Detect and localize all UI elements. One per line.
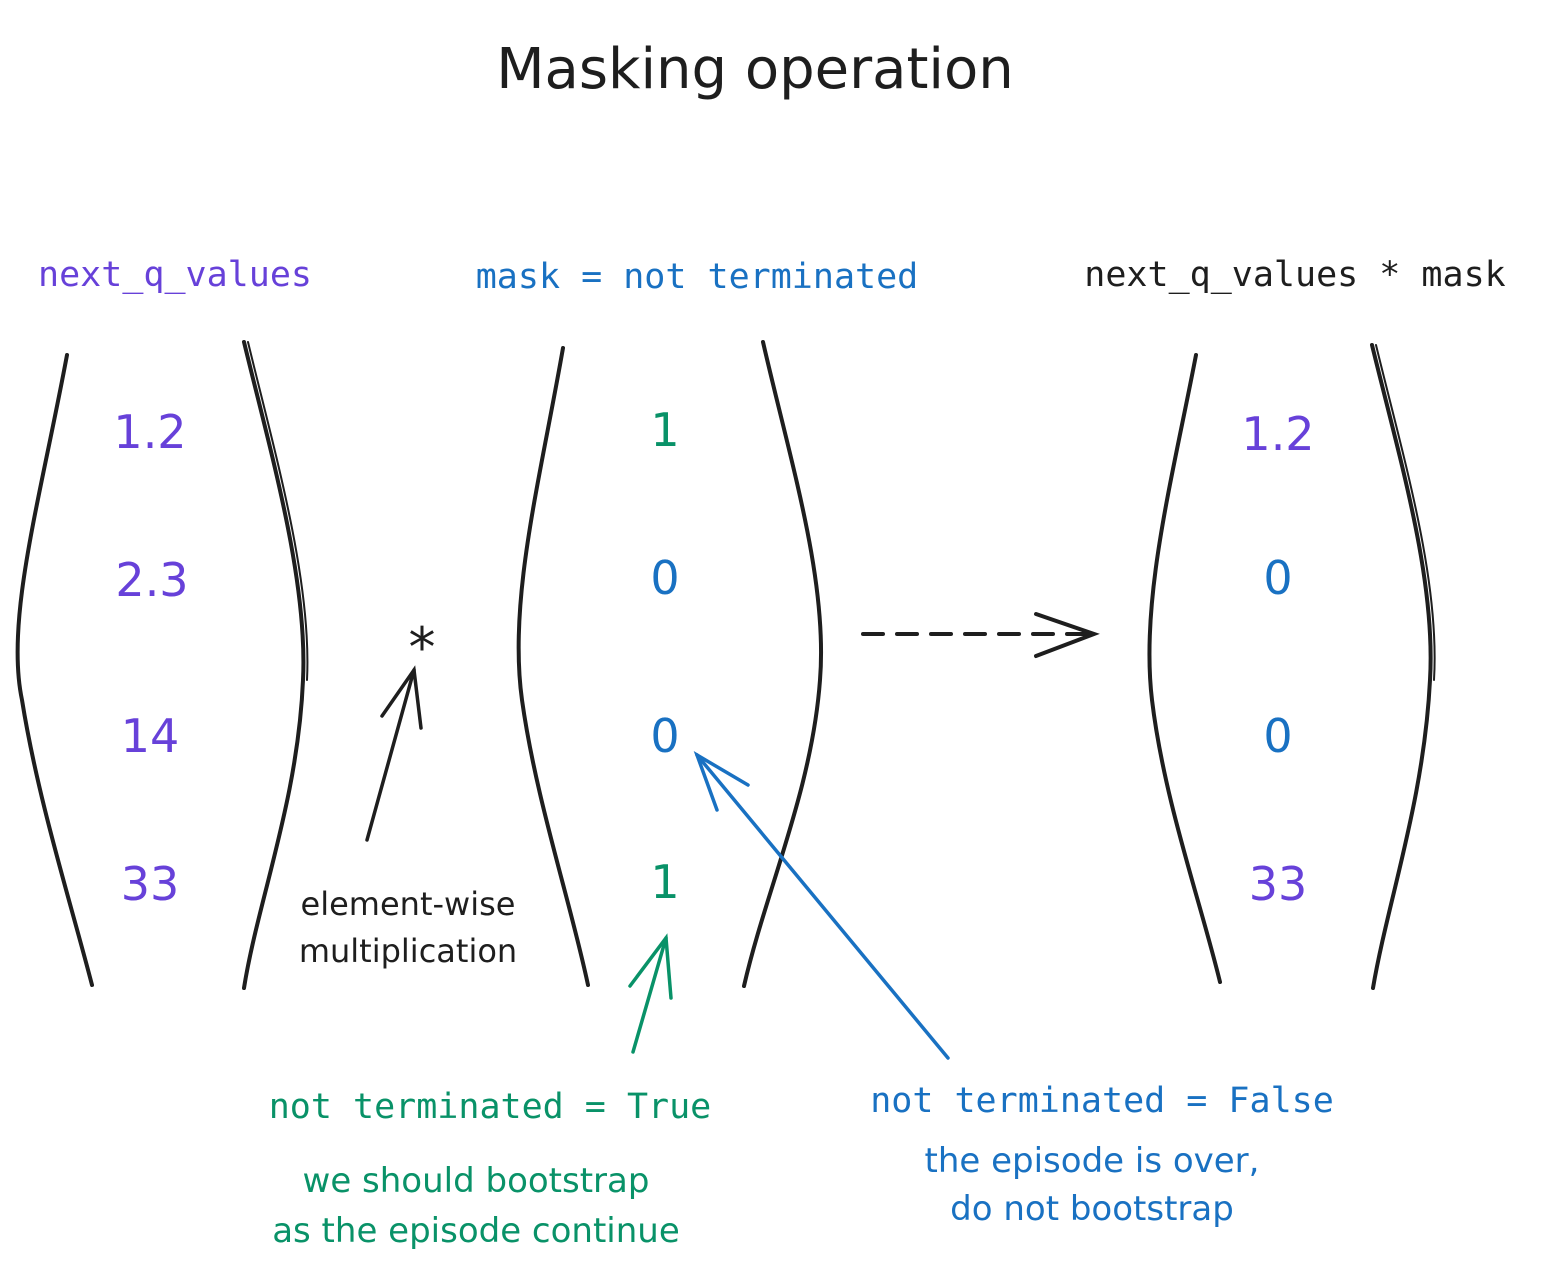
next-q-values-left-bracket: [15, 353, 94, 987]
diagram-title: Masking operation: [496, 37, 1014, 102]
result-arrow: [861, 612, 1100, 658]
next-q-values-header: next_q_values: [38, 255, 312, 295]
false-case-label: not terminated = False: [870, 1081, 1334, 1121]
operator-note-line1: element-wise: [301, 885, 516, 923]
result-value-3: 33: [1249, 857, 1308, 911]
result-right-bracket: [1370, 343, 1433, 990]
true-case-note-line2: as the episode continue: [272, 1211, 680, 1251]
false-case-note-line2: do not bootstrap: [950, 1189, 1234, 1229]
true-case-label: not terminated = True: [269, 1087, 712, 1127]
mask-value-3: 1: [650, 855, 679, 909]
mask-value-2: 0: [650, 709, 679, 763]
mask-value-0: 1: [650, 403, 679, 457]
result-value-2: 0: [1263, 709, 1292, 763]
result-header: next_q_values * mask: [1084, 255, 1505, 295]
mask-right-bracket: [742, 340, 824, 988]
mask-left-bracket: [516, 346, 590, 987]
result-brackets: [1147, 343, 1436, 990]
next-q-values-right-bracket: [242, 340, 306, 990]
mask-header: mask = not terminated: [476, 257, 919, 297]
operator-note-line2: multiplication: [299, 932, 517, 970]
operator-arrow: [365, 665, 423, 842]
next-q-value-1: 2.3: [115, 553, 188, 607]
result-value-0: 1.2: [1241, 407, 1314, 461]
false-case-arrow: [693, 751, 950, 1060]
next-q-value-0: 1.2: [113, 405, 186, 459]
mask-brackets: [516, 340, 824, 988]
next-q-values-brackets: [15, 340, 309, 990]
true-case-note-line1: we should bootstrap: [303, 1161, 650, 1201]
next-q-value-2: 14: [121, 709, 180, 763]
result-value-1: 0: [1263, 551, 1292, 605]
mask-value-1: 0: [650, 551, 679, 605]
next-q-value-3: 33: [121, 857, 180, 911]
false-case-note-line1: the episode is over,: [925, 1141, 1260, 1181]
true-case-arrow: [628, 933, 673, 1054]
result-left-bracket: [1147, 353, 1222, 984]
